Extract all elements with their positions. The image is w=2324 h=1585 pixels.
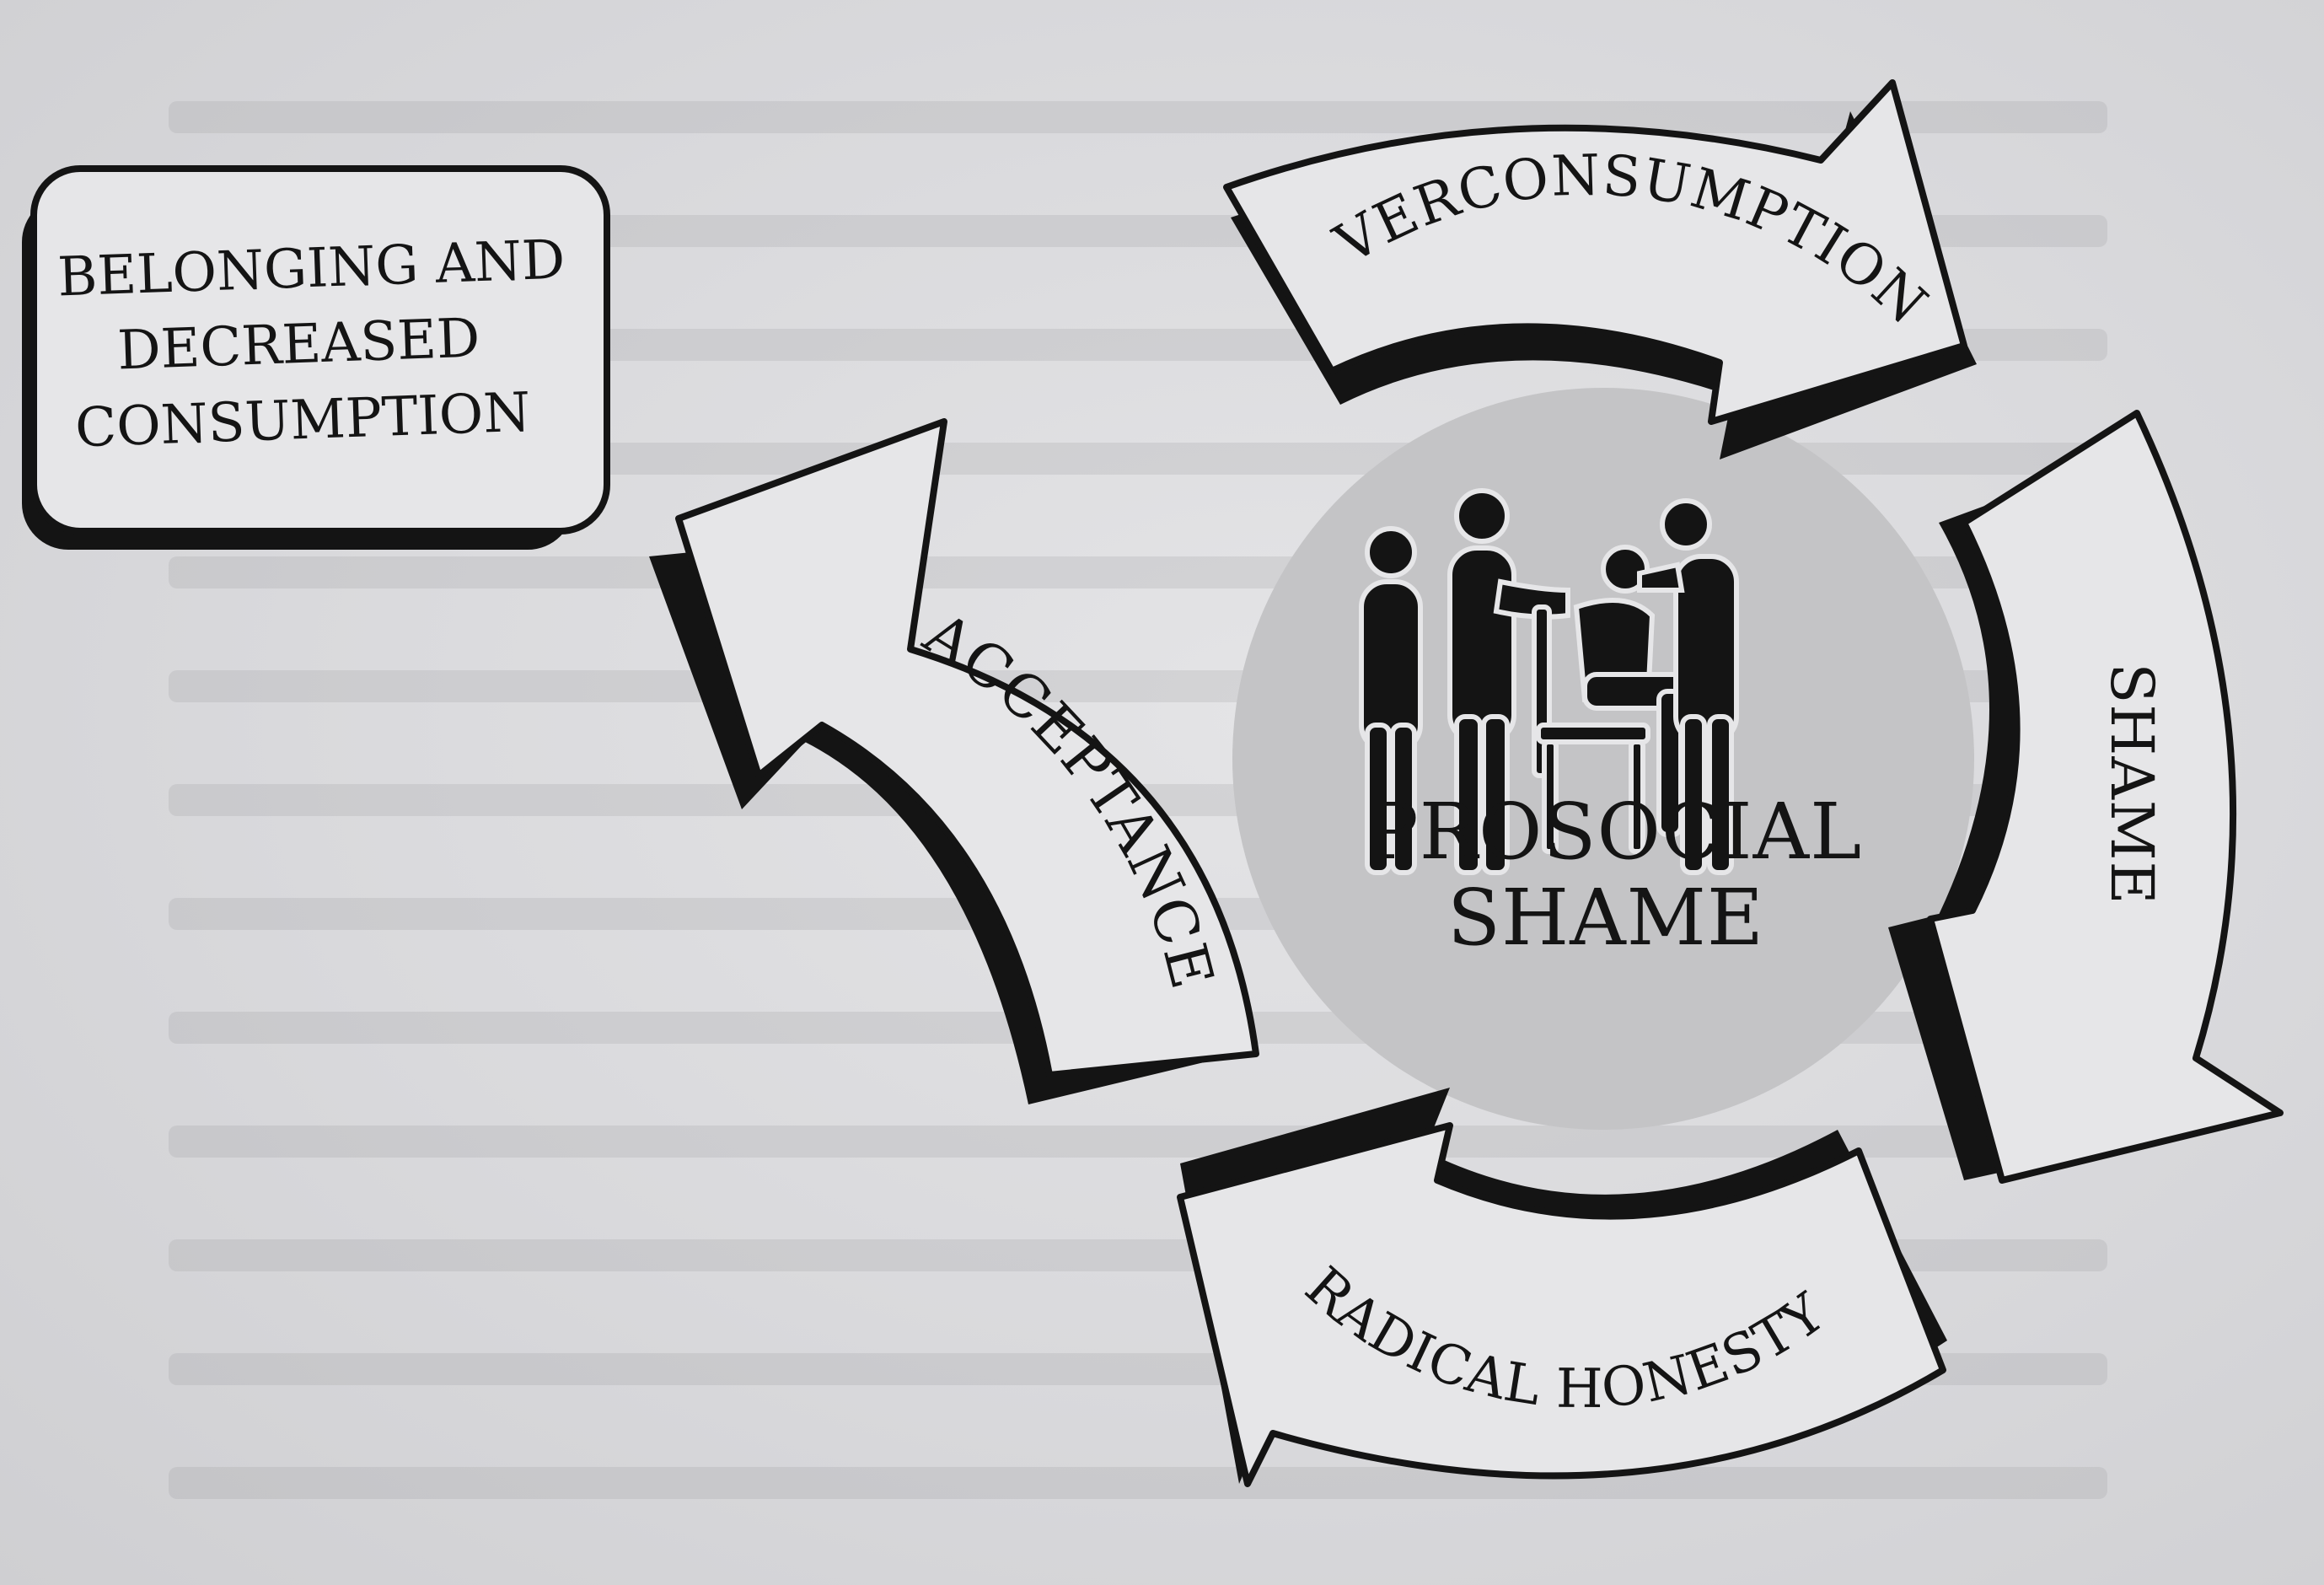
arrow-radical-honesty: RADICAL HONESTY — [1177, 1088, 1947, 1487]
start-box: BELONGING AND DECREASED CONSUMPTION — [22, 165, 610, 550]
arrow-shame: SHAME — [1888, 410, 2284, 1184]
group-of-people-comforting-seated-person-icon — [1359, 488, 1739, 875]
arrow-acceptance: ACCEPTANCE — [649, 418, 1259, 1104]
center-title-line-2: SHAME — [1447, 873, 1764, 963]
arrow-label-shame: SHAME — [2097, 663, 2166, 905]
center-title-line-1: PROSOCIAL — [1366, 787, 1862, 877]
start-box-line-2: DECREASED — [116, 308, 480, 383]
center-circle — [1232, 388, 1974, 1130]
